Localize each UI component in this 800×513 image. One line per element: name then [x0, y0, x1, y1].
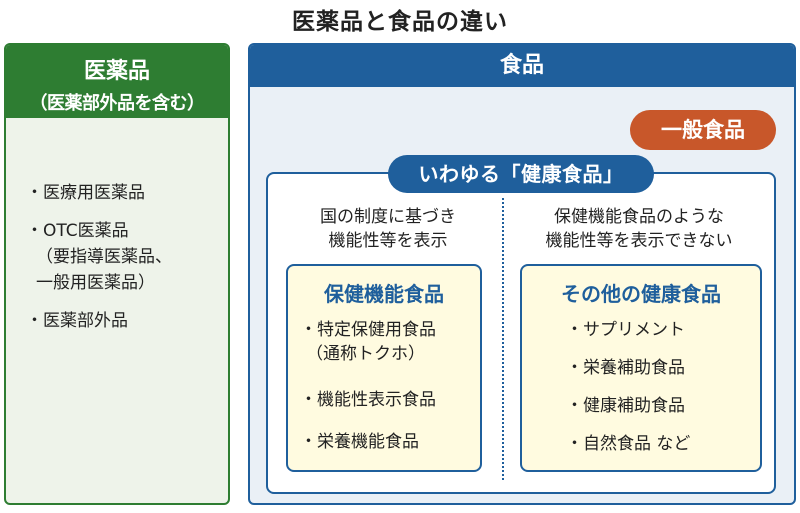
pharma-item-line: ・医療用医薬品: [26, 183, 145, 203]
other-health-food-box: その他の健康食品 ・サプリメント ・栄養補助食品 ・健康補助食品 ・自然食品 な…: [520, 264, 762, 472]
pharma-header: 医薬品 （医薬部外品を含む）: [6, 45, 228, 118]
other-item-line: ・サプリメント: [566, 320, 685, 340]
general-food-label: 一般食品: [630, 110, 776, 150]
health-food-label: いわゆる「健康食品」: [388, 155, 654, 193]
functional-description: 国の制度に基づき 機能性等を表示: [278, 205, 498, 253]
other-item-health: ・健康補助食品: [566, 394, 685, 418]
description-line: 国の制度に基づき: [320, 207, 456, 227]
pharma-list: ・医療用医薬品 ・OTC医薬品 （要指導医薬品、 一般用医薬品） ・医薬部外品: [26, 180, 172, 346]
functional-food-box: 保健機能食品 ・特定保健用食品 （通称トクホ） ・機能性表示食品 ・栄養機能食品: [286, 264, 482, 472]
food-title: 食品: [250, 45, 794, 87]
functional-item-nutrient: ・栄養機能食品: [300, 430, 419, 454]
pharma-subtitle: （医薬部外品を含む）: [29, 93, 206, 114]
description-line: 機能性等を表示: [328, 231, 448, 251]
pharma-item-otc: ・OTC医薬品 （要指導医薬品、 一般用医薬品）: [26, 218, 172, 296]
diagram-title: 医薬品と食品の違い: [292, 9, 508, 35]
functional-item-line: ・特定保健用食品: [300, 320, 436, 340]
other-item-line: ・自然食品 など: [566, 434, 691, 454]
pharma-title: 医薬品: [83, 59, 150, 84]
description-line: 機能性等を表示できない: [545, 231, 733, 251]
functional-food-title: 保健機能食品: [324, 282, 444, 306]
pharma-item-quasi: ・医薬部外品: [26, 308, 172, 334]
description-line: 保健機能食品のような: [554, 207, 724, 227]
pharma-item-line: ・医薬部外品: [26, 311, 128, 331]
other-description: 保健機能食品のような 機能性等を表示できない: [508, 205, 770, 253]
functional-item-line: ・機能性表示食品: [300, 390, 436, 410]
pharma-item-prescription: ・医療用医薬品: [26, 180, 172, 206]
other-health-food-title: その他の健康食品: [561, 282, 721, 306]
other-item-line: ・栄養補助食品: [566, 358, 685, 378]
pharma-item-line: 一般用医薬品）: [36, 273, 155, 293]
functional-item-labelled: ・機能性表示食品: [300, 388, 436, 412]
other-item-supplement: ・サプリメント: [566, 318, 685, 342]
other-item-natural: ・自然食品 など: [566, 432, 690, 456]
functional-item-line: ・栄養機能食品: [300, 432, 419, 452]
pharma-item-line: ・OTC医薬品: [26, 221, 129, 241]
other-item-nutritional: ・栄養補助食品: [566, 356, 685, 380]
pharma-item-line: （要指導医薬品、: [36, 247, 172, 267]
functional-item-tokuho: ・特定保健用食品 （通称トクホ）: [300, 318, 436, 366]
functional-item-line: （通称トクホ）: [306, 344, 425, 364]
dotted-divider: [502, 198, 504, 480]
other-item-line: ・健康補助食品: [566, 396, 685, 416]
pharma-panel: 医薬品 （医薬部外品を含む）: [4, 43, 230, 505]
